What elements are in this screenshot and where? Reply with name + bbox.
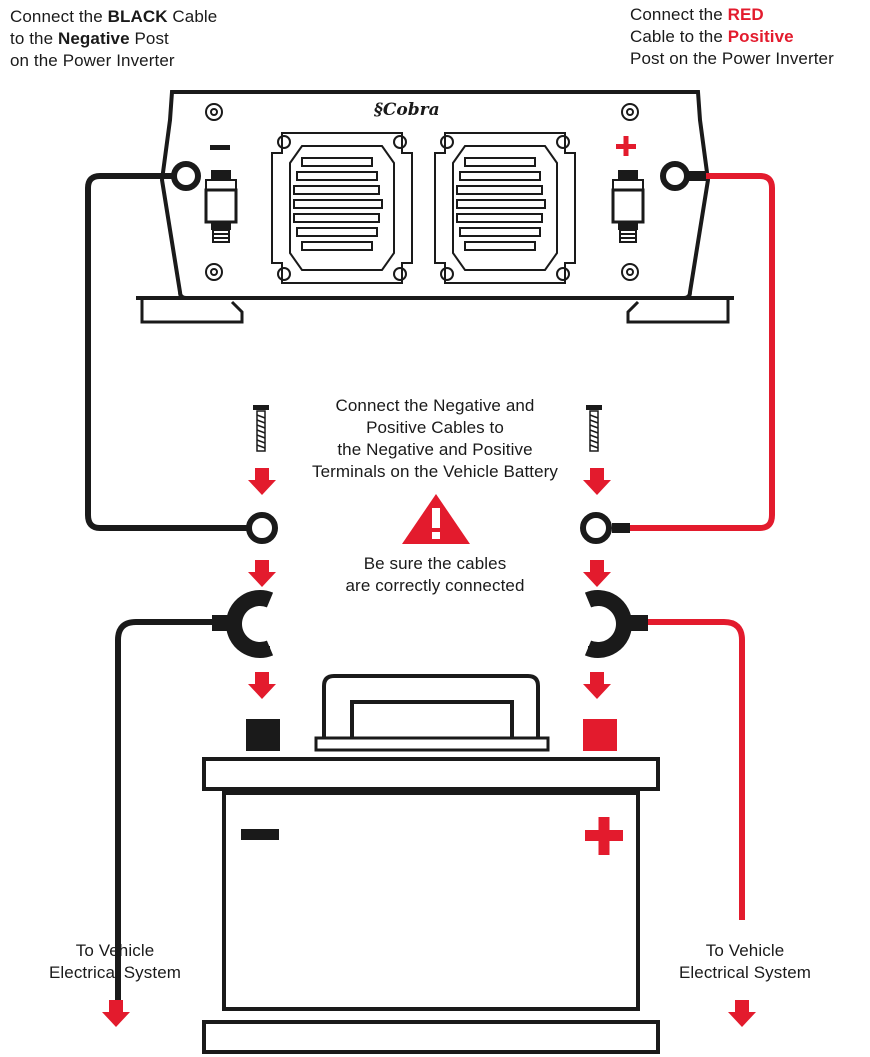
down-arrow-icon (728, 1000, 756, 1027)
battery-negative-mark (241, 829, 279, 840)
fan-grille-right (434, 132, 576, 284)
battery-negative-terminal (246, 719, 280, 751)
power-inverter (136, 90, 734, 324)
battery-connection-instruction: Connect the Negative and Positive Cables… (311, 396, 559, 481)
bolt-icon (252, 404, 270, 452)
warning-text: Be sure the cables are correctly connect… (345, 554, 525, 595)
black-cable-clamp-icon (115, 590, 274, 1000)
cobra-logo: §Cobra (374, 100, 440, 120)
inverter-positive-eyelet (660, 161, 690, 191)
down-arrow-icon (583, 560, 611, 587)
down-arrow-icon (583, 672, 611, 699)
down-arrow-icon (248, 560, 276, 587)
down-arrow-icon (248, 672, 276, 699)
battery-positive-terminal (583, 719, 617, 751)
red-cable-instruction: Connect the RED Cable to the Positive Po… (630, 5, 834, 68)
red-ring-terminal-icon (580, 512, 612, 544)
warning-triangle-icon (402, 494, 470, 544)
red-cable (612, 173, 775, 531)
red-cable-clamp-icon (584, 590, 745, 920)
right-vehicle-system-label: To Vehicle Electrical System (678, 941, 812, 982)
black-ring-terminal-icon (246, 512, 278, 544)
down-arrow-icon (102, 1000, 130, 1027)
inverter-negative-eyelet (171, 161, 201, 191)
left-vehicle-system-label: To Vehicle Electrical System (48, 941, 182, 982)
inverter-negative-mark (210, 145, 230, 150)
black-cable (85, 173, 248, 531)
vehicle-battery (202, 674, 660, 1054)
fan-grille-left (271, 132, 413, 284)
black-cable-instruction: Connect the BLACK Cable to the Negative … (10, 7, 218, 70)
